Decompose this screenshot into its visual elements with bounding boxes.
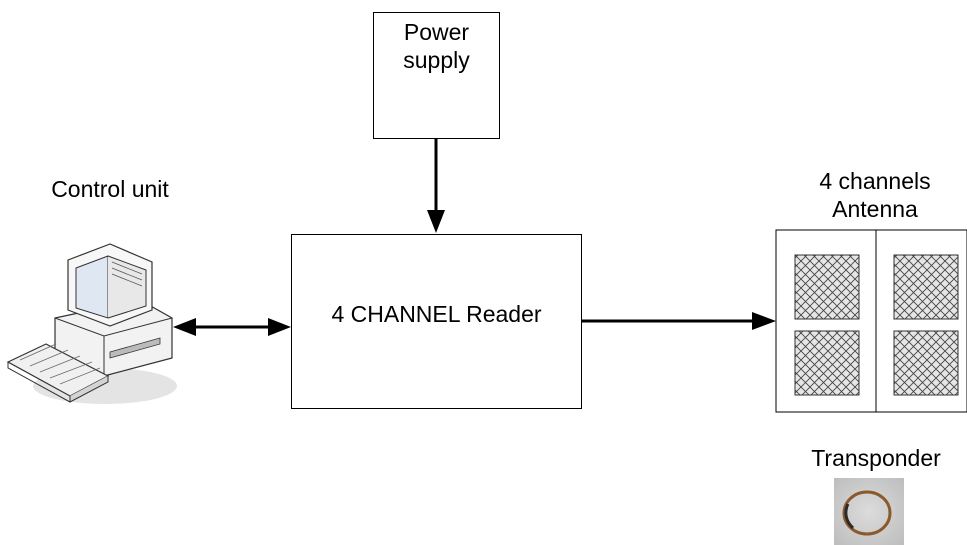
- desktop-computer-icon: [6, 243, 177, 404]
- antenna-channel-3: [794, 330, 860, 396]
- antenna-channel-2: [893, 254, 959, 320]
- antenna-channel-1: [794, 254, 860, 320]
- control-reader-bidirectional-arrow: [173, 318, 291, 336]
- power-supply-label: Power supply: [403, 19, 470, 73]
- ring-transponder-icon: [834, 478, 904, 545]
- power-to-reader-arrow: [427, 139, 445, 233]
- reader-label: 4 CHANNEL Reader: [331, 301, 542, 327]
- antenna-label: 4 channels Antenna: [819, 168, 931, 222]
- antenna-channel-4: [893, 330, 959, 396]
- antenna-panel-icon: [775, 229, 967, 413]
- power-supply-box: [373, 12, 500, 139]
- reader-box: [291, 234, 582, 409]
- reader-to-antenna-arrow: [582, 312, 776, 330]
- transponder-label: Transponder: [811, 445, 941, 471]
- control-unit-label: Control unit: [51, 176, 169, 202]
